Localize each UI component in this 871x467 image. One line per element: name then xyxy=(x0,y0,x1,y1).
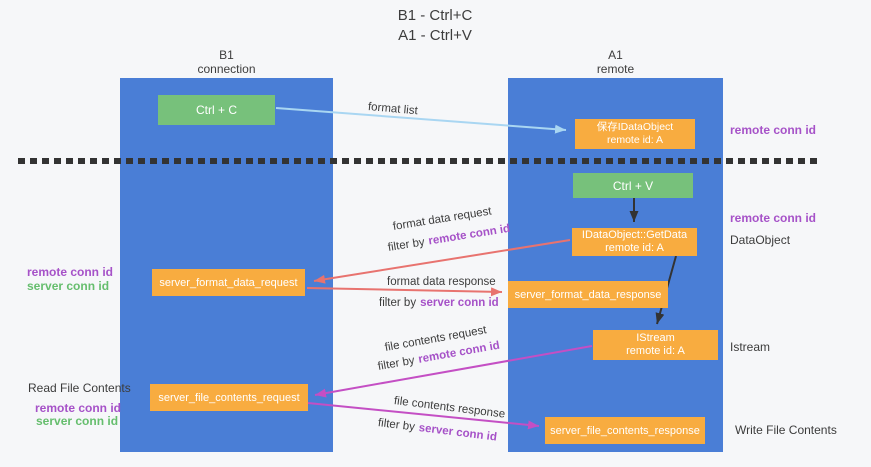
server-conn-id-text: server conn id xyxy=(418,422,498,444)
read-file-contents-annotation: Read File Contents xyxy=(28,381,131,395)
getdata-box: IDataObject::GetData remote id: A xyxy=(572,228,697,256)
server-conn-id-annotation-bottom-left: server conn id xyxy=(36,414,119,428)
lane-b1-role: connection xyxy=(197,62,256,76)
title-line-1: B1 - Ctrl+C xyxy=(397,7,473,24)
ctrl-v-box: Ctrl + V xyxy=(573,173,693,198)
server-file-contents-response-box: server_file_contents_response xyxy=(545,417,705,444)
save-dataobject-box: 保存IDataObject remote id: A xyxy=(575,119,695,149)
ctrl-c-box: Ctrl + C xyxy=(158,95,275,125)
lane-header-a1: A1 remote xyxy=(508,48,723,76)
istream-annotation: Istream xyxy=(730,340,771,354)
istream-line2: remote id: A xyxy=(626,345,685,357)
diagram-title: B1 - Ctrl+C A1 - Ctrl+V xyxy=(320,6,550,46)
title-line-2: A1 - Ctrl+V xyxy=(398,27,472,44)
server-format-data-response-label: server_format_data_response xyxy=(514,288,662,301)
lane-header-b1: B1 connection xyxy=(120,48,333,76)
filter-by-prefix: filter by xyxy=(376,354,416,373)
getdata-line2: remote id: A xyxy=(605,242,664,254)
server-file-contents-response-label: server_file_contents_response xyxy=(550,424,700,437)
remote-conn-id-annotation-bottom-left: remote conn id xyxy=(35,401,122,415)
dataobject-annotation: DataObject xyxy=(730,233,791,247)
save-dataobject-line2: remote id: A xyxy=(606,134,664,146)
filter-by-prefix: filter by xyxy=(387,236,426,254)
server-format-data-response-box: server_format_data_response xyxy=(508,281,668,308)
remote-conn-id-annotation-left: remote conn id xyxy=(27,265,114,279)
remote-conn-id-annotation-top-right: remote conn id xyxy=(730,123,817,137)
filter-by-prefix: filter by xyxy=(379,297,417,309)
server-conn-id-text: server conn id xyxy=(420,297,499,309)
remote-conn-id-text: remote conn id xyxy=(427,222,511,248)
getdata-line1: IDataObject::GetData xyxy=(581,229,688,241)
lane-b1-name: B1 xyxy=(219,48,234,62)
server-format-data-request-box: server_format_data_request xyxy=(152,269,305,296)
ctrl-c-label: Ctrl + C xyxy=(195,103,237,117)
istream-line1: IStream xyxy=(636,332,675,344)
server-file-contents-request-box: server_file_contents_request xyxy=(150,384,308,411)
remote-conn-id-annotation-mid-right: remote conn id xyxy=(730,211,817,225)
format-list-label: format list xyxy=(367,101,419,118)
format-data-response-label: format data response xyxy=(387,276,496,288)
server-format-data-request-label: server_format_data_request xyxy=(159,276,298,289)
ctrl-v-label: Ctrl + V xyxy=(612,178,654,193)
lane-a1-name: A1 xyxy=(608,48,623,62)
server-file-contents-request-label: server_file_contents_request xyxy=(158,391,300,404)
istream-box: IStream remote id: A xyxy=(593,330,718,360)
lane-a1-role: remote xyxy=(596,62,635,76)
file-contents-response-label: file contents response xyxy=(393,395,506,421)
filter-by-prefix: filter by xyxy=(377,417,416,434)
format-data-response-arrow xyxy=(306,287,503,297)
save-dataobject-line1: 保存IDataObject xyxy=(596,121,674,133)
server-conn-id-annotation-left: server conn id xyxy=(27,279,110,293)
write-file-contents-annotation: Write File Contents xyxy=(735,423,837,437)
